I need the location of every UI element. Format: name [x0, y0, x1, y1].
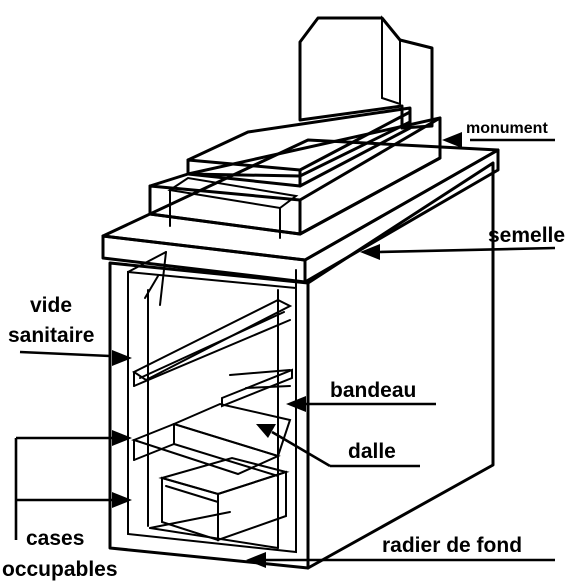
label-monument: monument: [466, 120, 548, 137]
leader-radier-de-fond: [246, 552, 555, 568]
vault-body: [108, 161, 495, 570]
stele: [298, 15, 434, 130]
leader-bandeau: [286, 396, 436, 412]
semelle-slab: [101, 138, 500, 284]
slab-middle: [131, 402, 292, 477]
label-vide-line2: sanitaire: [8, 324, 94, 347]
label-radier-de-fond: radier de fond: [382, 534, 522, 557]
label-vide-line1: vide: [30, 294, 72, 317]
label-bandeau: bandeau: [330, 379, 416, 402]
label-dalle: dalle: [348, 440, 396, 463]
leader-semelle: [360, 244, 556, 260]
leader-vide-sanitaire: [19, 350, 132, 366]
label-semelle: semelle: [488, 224, 565, 247]
leader-dalle: [256, 424, 420, 468]
label-cases: cases: [26, 527, 84, 550]
slab-middle-bandeau: [221, 368, 293, 408]
slab-upper: [132, 298, 293, 387]
leader-cases-occupables: [14, 430, 132, 540]
leader-monument: [442, 132, 555, 148]
label-occupables: occupables: [2, 558, 118, 581]
coffin: [158, 456, 290, 542]
floor-slab: [149, 511, 279, 549]
